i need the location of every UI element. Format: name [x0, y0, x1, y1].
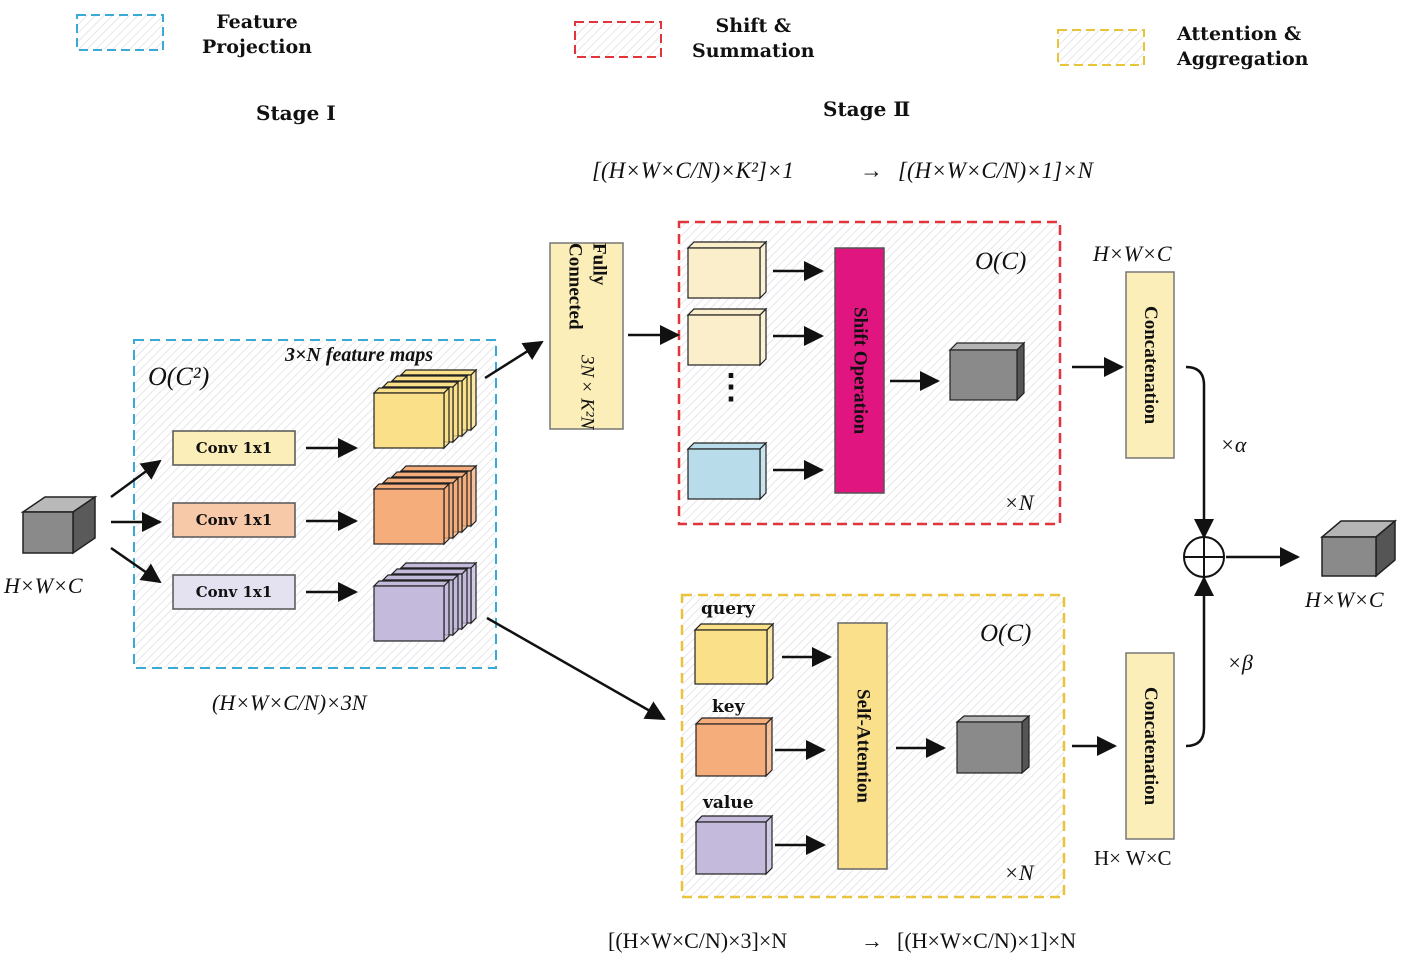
- attention-complexity: O(C): [980, 620, 1032, 647]
- projection-complexity: O(C²): [148, 362, 210, 391]
- shift-operation-label: Shift Operation: [849, 306, 871, 435]
- formula-top-arrow: →: [860, 158, 883, 183]
- conv-box-2: [172, 502, 296, 538]
- input-cube: [20, 495, 98, 555]
- self-attention-box: [837, 622, 888, 870]
- formula-bottom-left: [(H×W×C/N)×3]×N: [608, 928, 788, 953]
- concatenation-box-bottom: [1125, 652, 1175, 840]
- alpha-weight-label: ×α: [1220, 432, 1247, 457]
- shift-operation-box: [834, 247, 885, 494]
- output-dim-label: H×W×C: [1305, 587, 1384, 612]
- arrow-input-conv3: [110, 546, 162, 584]
- arrow-maps-fc: [484, 340, 544, 380]
- conv-label-1: Conv 1x1: [195, 439, 273, 457]
- attention-repeat-label: ×N: [1004, 860, 1034, 885]
- shift-tile-1: [686, 240, 768, 300]
- conv-label-2: Conv 1x1: [195, 511, 273, 529]
- legend-shift-line2: Summation: [692, 40, 815, 62]
- formula-top-right: [(H×W×C/N)×1]×N: [898, 158, 1093, 183]
- summation-node: [1183, 536, 1225, 578]
- self-attention-label: Self-Attention: [852, 689, 874, 803]
- concatenation-label-bottom: Concatenation: [1140, 686, 1161, 806]
- stage-1-title: Stage Ⅰ: [256, 101, 336, 125]
- formula-top-left: [(H×W×C/N)×K²]×1: [592, 158, 794, 183]
- legend-swatch-shift: [574, 21, 662, 58]
- shift-complexity: O(C): [975, 248, 1027, 275]
- attention-output-cube: [955, 714, 1031, 775]
- beta-weight-label: ×β: [1227, 650, 1253, 675]
- legend-attention-line2: Aggregation: [1177, 48, 1309, 70]
- line-concat-top-to-sum: [1185, 365, 1214, 539]
- fully-connected-title: Fully Connected: [564, 243, 610, 330]
- conv-box-3: [172, 574, 296, 610]
- shift-output-cube: [948, 341, 1026, 402]
- concatenation-box-top: [1125, 271, 1175, 459]
- key-label: key: [712, 697, 745, 717]
- fully-connected-dims: 3N×K²N: [576, 354, 598, 429]
- stage-2-title: Stage Ⅱ: [823, 97, 911, 121]
- legend-swatch-projection: [76, 14, 164, 51]
- feature-map-1-layer-1: [372, 386, 451, 450]
- formula-bottom-right: [(H×W×C/N)×1]×N: [897, 928, 1077, 953]
- query-label: query: [701, 599, 755, 619]
- formula-projection-output: (H×W×C/N)×3N: [212, 690, 367, 715]
- shift-tile-3: [686, 441, 768, 501]
- legend-projection-line2: Projection: [202, 36, 312, 58]
- feature-maps-label: 3×N feature maps: [285, 344, 434, 366]
- conv-label-3: Conv 1x1: [195, 583, 273, 601]
- legend-shift-line1: Shift &: [715, 15, 792, 37]
- concatenation-label-top: Concatenation: [1140, 305, 1161, 425]
- feature-map-stacks: [372, 368, 478, 643]
- value-tile: [694, 814, 774, 876]
- legend-swatch-attention: [1057, 29, 1145, 66]
- line-concat-bottom-to-sum: [1185, 576, 1214, 748]
- output-cube: [1319, 519, 1398, 578]
- fully-connected-label: Fully Connected 3N×K²N: [550, 243, 623, 429]
- shift-tile-2: [686, 307, 768, 367]
- legend-label-shift: Shift & Summation: [692, 14, 815, 64]
- value-label: value: [703, 793, 754, 813]
- conv-box-1: [172, 430, 296, 466]
- arrow-input-conv1: [110, 459, 162, 499]
- attention-input-tiles: [693, 622, 775, 876]
- input-dim-label: H×W×C: [4, 573, 83, 598]
- concat-bottom-dim-label: H× W×C: [1094, 846, 1172, 870]
- feature-map-3-layer-1: [372, 579, 451, 643]
- shift-tiles-ellipsis: ⋮: [714, 367, 748, 407]
- fully-connected-box: [549, 242, 624, 430]
- legend-label-attention: Attention & Aggregation: [1177, 22, 1309, 72]
- shift-repeat-label: ×N: [1004, 490, 1034, 515]
- legend-projection-line1: Feature: [216, 11, 298, 33]
- legend-label-projection: Feature Projection: [202, 10, 312, 60]
- key-tile: [694, 716, 774, 778]
- concat-top-dim-label: H×W×C: [1093, 241, 1172, 266]
- arrow-maps-attention: [486, 616, 666, 721]
- formula-bottom-arrow: →: [861, 928, 883, 953]
- feature-map-2-layer-1: [372, 482, 451, 546]
- shift-input-tiles: [686, 240, 768, 501]
- legend-attention-line1: Attention &: [1177, 23, 1302, 45]
- query-tile: [693, 622, 775, 686]
